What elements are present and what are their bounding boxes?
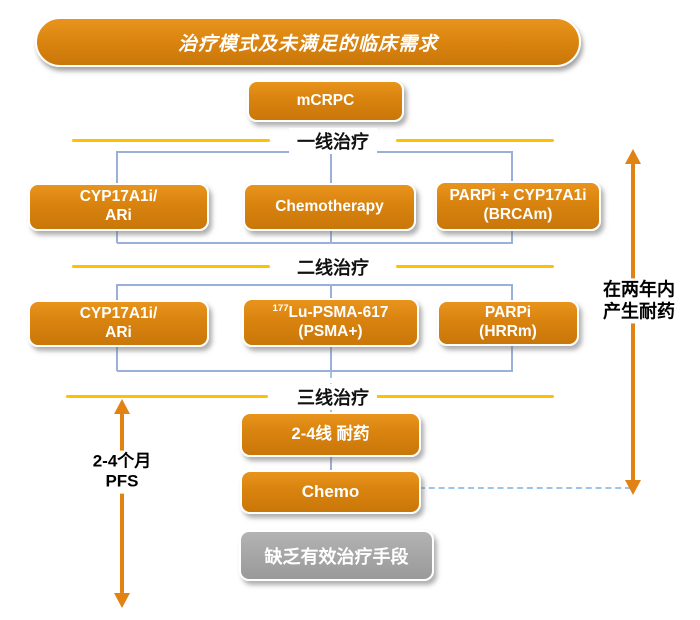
isotope-superscript: 177: [272, 303, 289, 315]
chemo-resistance-dashed-line: [419, 487, 631, 489]
stage-label-third-line: 三线治疗: [289, 384, 377, 410]
stage-label-first-line: 一线治疗: [289, 128, 377, 154]
title-banner: 治疗模式及未满足的临床需求: [35, 17, 581, 67]
resistance-note: 在两年内 产生耐药: [599, 278, 679, 324]
arrow-down-icon: [625, 480, 641, 495]
gold-line-left-1: [72, 139, 270, 142]
connector-rail: [117, 242, 513, 244]
node-firstline-chemotherapy: Chemotherapy: [243, 183, 416, 231]
gold-line-right-1: [396, 139, 554, 142]
node-firstline-parpi-cyp17a1i: PARPi + CYP17A1i (BRCAm): [435, 181, 601, 231]
arrow-up-icon: [625, 149, 641, 164]
node-firstline-cyp17a1i-ari: CYP17A1i/ ARi: [28, 183, 209, 231]
node-no-effective-treatment: 缺乏有效治疗手段: [239, 530, 434, 581]
page-title: 治疗模式及未满足的临床需求: [177, 33, 438, 55]
node-chemo: Chemo: [240, 470, 421, 514]
connector-rail: [117, 370, 513, 372]
stage-label-second-line: 二线治疗: [289, 254, 377, 280]
arrow-up-icon: [114, 399, 130, 414]
pfs-arrow: [120, 413, 124, 594]
pfs-note: 2-4个月 PFS: [88, 450, 156, 494]
connector-rail: [117, 284, 513, 286]
gold-line-left-3: [66, 395, 268, 398]
connector-stub: [330, 284, 332, 301]
connector-stub: [116, 344, 118, 371]
node-secondline-lu-psma-617: 177Lu-PSMA-617 (PSMA+): [242, 298, 419, 347]
node-secondline-cyp17a1i-ari: CYP17A1i/ ARi: [28, 300, 209, 347]
connector-stub: [511, 344, 513, 371]
connector-stub: [116, 284, 118, 301]
connector-stub: [511, 151, 513, 183]
connector-stub: [330, 151, 332, 183]
node-secondline-parpi-hrrm: PARPi (HRRm): [437, 300, 579, 346]
gold-line-left-2: [72, 265, 270, 268]
connector-stub: [511, 227, 513, 243]
gold-line-right-2: [396, 265, 554, 268]
arrow-down-icon: [114, 593, 130, 608]
connector-stub: [116, 227, 118, 243]
node-line24-resistance: 2-4线 耐药: [240, 412, 421, 457]
node-label: mCRPC: [296, 91, 355, 109]
connector-stub: [330, 344, 332, 371]
node-mcrpc: mCRPC: [247, 80, 404, 122]
connector-stub: [330, 227, 332, 243]
gold-line-right-3: [372, 395, 554, 398]
connector-stub: [116, 151, 118, 183]
connector-stub: [330, 453, 332, 470]
connector-stub: [511, 284, 513, 301]
